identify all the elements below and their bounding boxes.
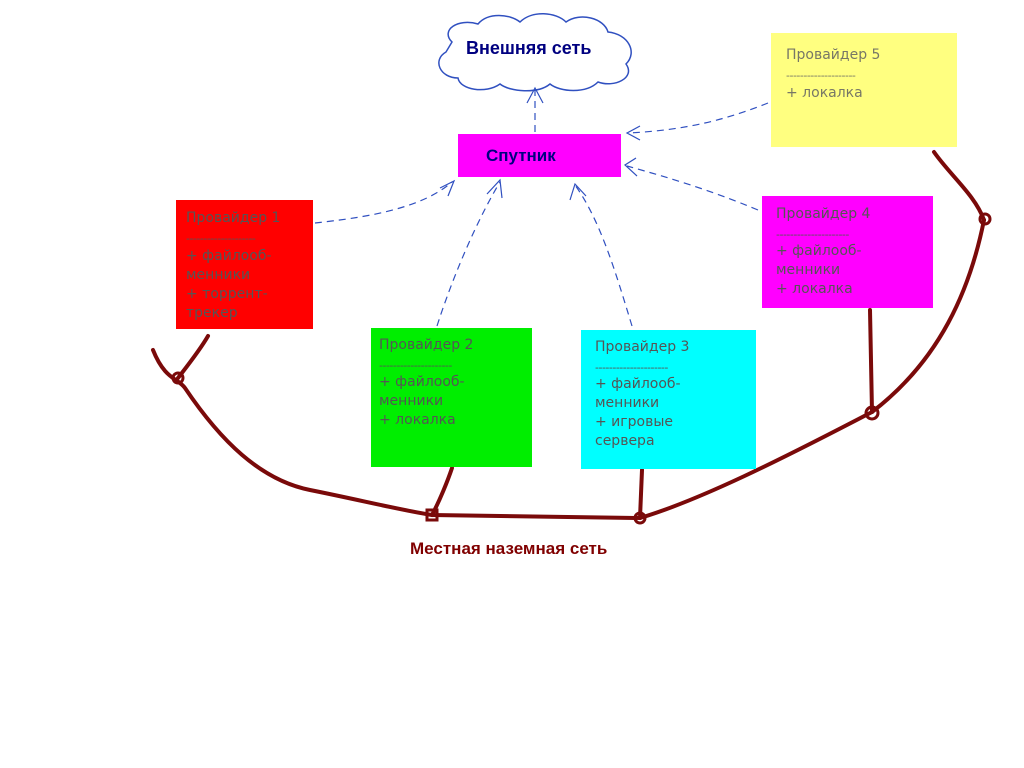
provider-1-feature: + файлооб- (186, 248, 272, 264)
ground-link-provider4 (868, 308, 874, 414)
cloud-shape (438, 13, 632, 92)
provider-4-box: Провайдер 4 --------------------- + файл… (762, 196, 933, 308)
provider-4-name: Провайдер 4 (776, 206, 871, 222)
link-provider4-to-satellite (626, 165, 759, 211)
ground-node-2 (425, 508, 439, 522)
link-provider2-to-satellite (436, 181, 501, 327)
provider-4-feature: + локалка (776, 281, 853, 297)
provider-3-divider: --------------------- (595, 361, 668, 374)
satellite-links (314, 90, 769, 327)
ground-network-label: Местная наземная сеть (410, 539, 608, 558)
provider-3-feature: сервера (595, 433, 655, 449)
ground-node-3 (633, 511, 647, 525)
provider-5-box: Провайдер 5 -------------------- + локал… (771, 33, 957, 147)
ground-node-5 (978, 212, 992, 226)
ground-link-provider3 (638, 468, 644, 520)
provider-1-box: Провайдер 1 -------------------- + файло… (176, 200, 313, 329)
provider-2-box: Провайдер 2 --------------------- + файл… (371, 328, 532, 467)
provider-1-feature: менники (186, 267, 251, 283)
provider-3-box: Провайдер 3 --------------------- + файл… (581, 330, 756, 469)
provider-5-name: Провайдер 5 (786, 47, 881, 63)
provider-2-name: Провайдер 2 (379, 337, 474, 353)
ground-node-4 (864, 405, 880, 421)
external-network-label: Внешняя сеть (466, 38, 592, 58)
provider-1-name: Провайдер 1 (186, 210, 281, 226)
arrowheads (439, 86, 641, 201)
provider-2-feature: + локалка (379, 412, 456, 428)
provider-1-feature: трекер (186, 305, 238, 321)
satellite-label: Спутник (486, 146, 556, 165)
satellite-node: Спутник (458, 134, 621, 177)
provider-3-feature: менники (595, 395, 660, 411)
link-provider1-to-satellite (314, 181, 453, 224)
provider-5-divider: -------------------- (786, 69, 856, 82)
provider-3-feature: + файлооб- (595, 376, 681, 392)
provider-4-feature: + файлооб- (776, 243, 862, 259)
provider-2-feature: + файлооб- (379, 374, 465, 390)
ground-link-provider5 (932, 150, 986, 222)
provider-2-divider: --------------------- (379, 359, 452, 372)
ground-node-1 (171, 371, 185, 385)
ground-link-provider2 (430, 466, 454, 517)
provider-3-feature: + игровые (595, 414, 674, 430)
ground-nodes (171, 212, 992, 525)
link-provider5-to-satellite (627, 102, 769, 134)
provider-4-feature: менники (776, 262, 841, 278)
provider-3-name: Провайдер 3 (595, 339, 690, 355)
link-provider3-to-satellite (574, 184, 633, 327)
provider-1-divider: -------------------- (186, 232, 256, 245)
ground-link-provider1 (176, 334, 210, 380)
provider-5-feature: + локалка (786, 85, 863, 101)
provider-4-divider: --------------------- (776, 228, 849, 241)
provider-1-feature: + торрент- (186, 286, 268, 302)
provider-2-feature: менники (379, 393, 444, 409)
